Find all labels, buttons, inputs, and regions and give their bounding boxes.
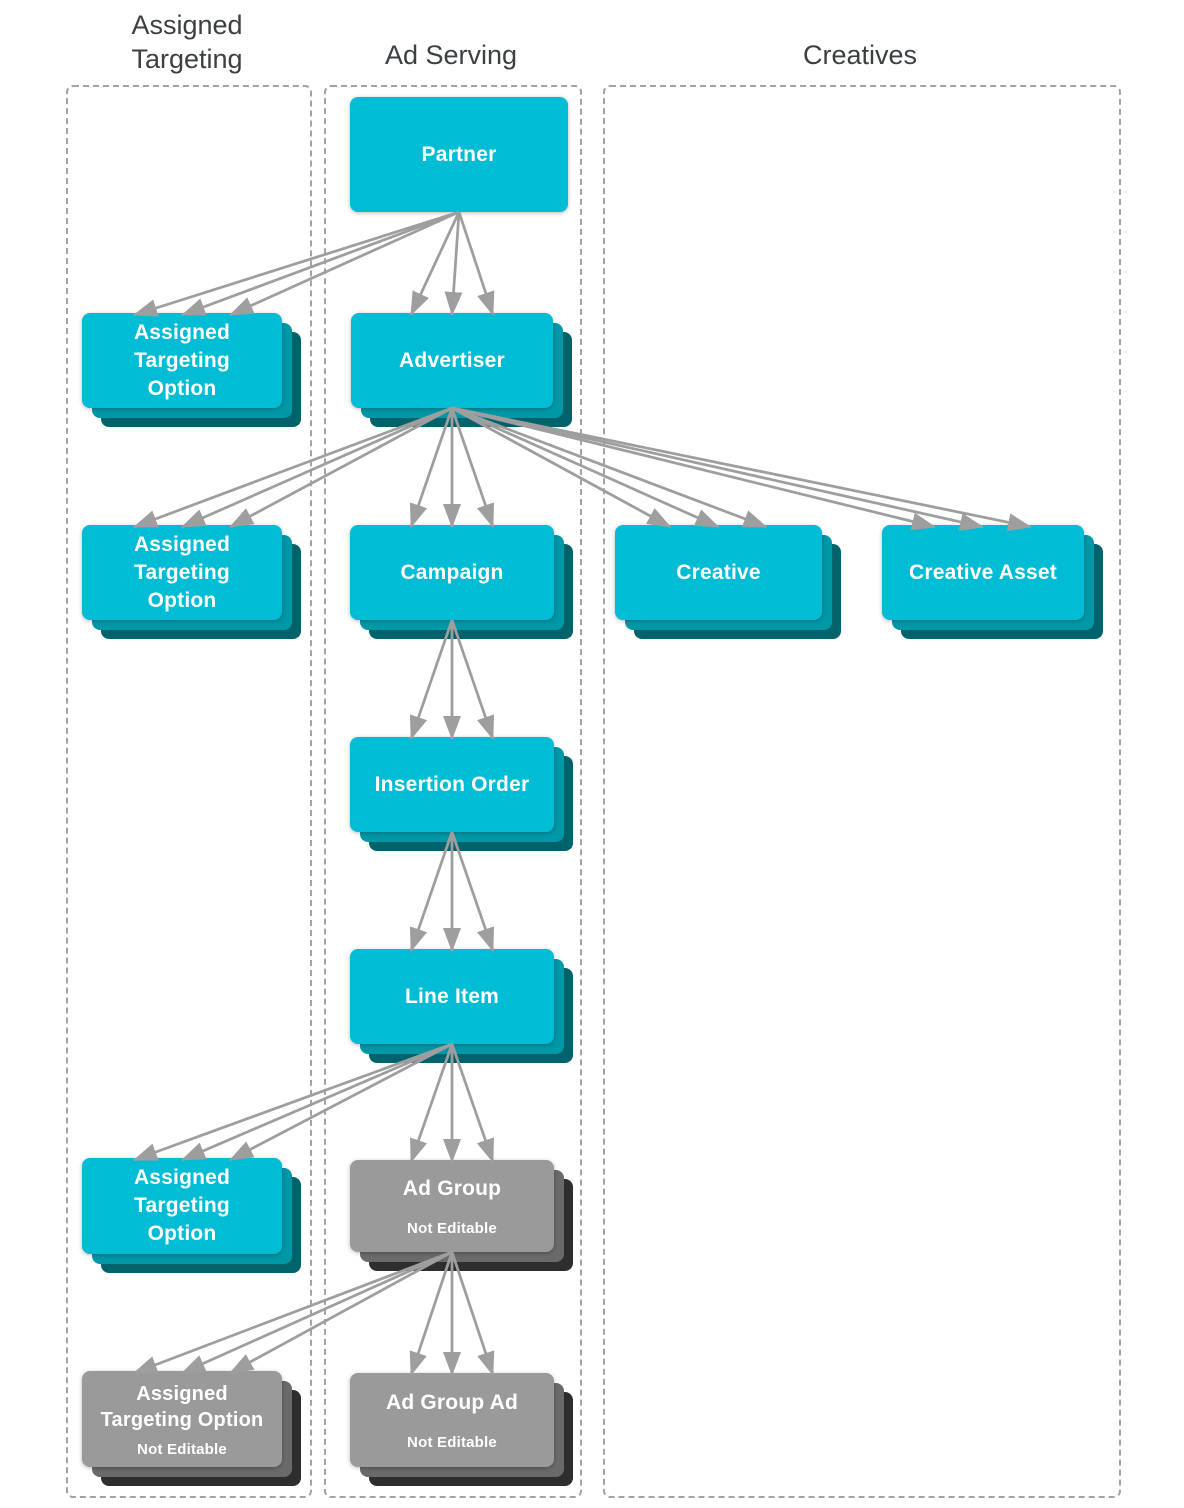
node-assigned-targeting-option-line-item: Assigned Targeting Option <box>82 1158 282 1254</box>
node-partner-face: Partner <box>350 97 568 212</box>
node-advertiser-label: Advertiser <box>399 348 505 372</box>
node-ato-ad-group-face: Assigned Targeting Option Not Editable <box>82 1371 282 1467</box>
column-assigned-targeting <box>66 85 312 1498</box>
node-ad-group-ad-face: Ad Group Ad Not Editable <box>350 1373 554 1467</box>
node-assigned-targeting-option-advertiser: Assigned Targeting Option <box>82 525 282 620</box>
node-creative-face: Creative <box>615 525 822 620</box>
node-ato-advertiser-label: Assigned Targeting Option <box>133 532 231 612</box>
node-ato-advertiser-face: Assigned Targeting Option <box>82 525 282 620</box>
node-partner-label: Partner <box>421 142 497 166</box>
node-ad-group-face: Ad Group Not Editable <box>350 1160 554 1252</box>
node-ad-group-ad: Ad Group Ad Not Editable <box>350 1373 554 1467</box>
node-partner: Partner <box>350 97 568 212</box>
node-creative-asset-label: Creative Asset <box>909 560 1057 584</box>
node-advertiser-face: Advertiser <box>351 313 553 408</box>
node-ato-partner-face: Assigned Targeting Option <box>82 313 282 408</box>
node-line-item-label: Line Item <box>405 984 499 1008</box>
node-line-item-face: Line Item <box>350 949 554 1044</box>
node-campaign: Campaign <box>350 525 554 620</box>
node-ato-partner-label: Assigned Targeting Option <box>133 320 231 400</box>
node-insertion-order-face: Insertion Order <box>350 737 554 832</box>
node-ad-group: Ad Group Not Editable <box>350 1160 554 1252</box>
node-ato-ad-group-sublabel: Not Editable <box>137 1440 227 1458</box>
node-creative-asset: Creative Asset <box>882 525 1084 620</box>
node-advertiser: Advertiser <box>351 313 553 408</box>
node-ad-group-sublabel: Not Editable <box>407 1220 497 1237</box>
node-ad-group-label: Ad Group <box>402 1177 502 1200</box>
node-ato-line-item-face: Assigned Targeting Option <box>82 1158 282 1254</box>
column-creatives <box>603 85 1121 1498</box>
node-ato-line-item-label: Assigned Targeting Option <box>133 1166 231 1245</box>
node-ad-group-ad-label: Ad Group Ad <box>385 1391 519 1414</box>
node-assigned-targeting-option-partner: Assigned Targeting Option <box>82 313 282 408</box>
column-ad-serving <box>324 85 582 1498</box>
column-title-creatives: Creatives <box>802 40 918 70</box>
node-creative: Creative <box>615 525 822 620</box>
column-title-assigned-targeting: Assigned Targeting <box>131 10 243 74</box>
node-insertion-order: Insertion Order <box>350 737 554 832</box>
node-campaign-face: Campaign <box>350 525 554 620</box>
column-title-ad-serving: Ad Serving <box>384 40 518 70</box>
node-campaign-label: Campaign <box>400 560 504 584</box>
node-ato-ad-group-label: Assigned Targeting Option <box>100 1382 264 1431</box>
node-ad-group-ad-sublabel: Not Editable <box>407 1434 497 1451</box>
node-line-item: Line Item <box>350 949 554 1044</box>
node-assigned-targeting-option-ad-group: Assigned Targeting Option Not Editable <box>82 1371 282 1467</box>
node-insertion-order-label: Insertion Order <box>374 772 530 796</box>
node-creative-label: Creative <box>676 560 761 584</box>
node-creative-asset-face: Creative Asset <box>882 525 1084 620</box>
